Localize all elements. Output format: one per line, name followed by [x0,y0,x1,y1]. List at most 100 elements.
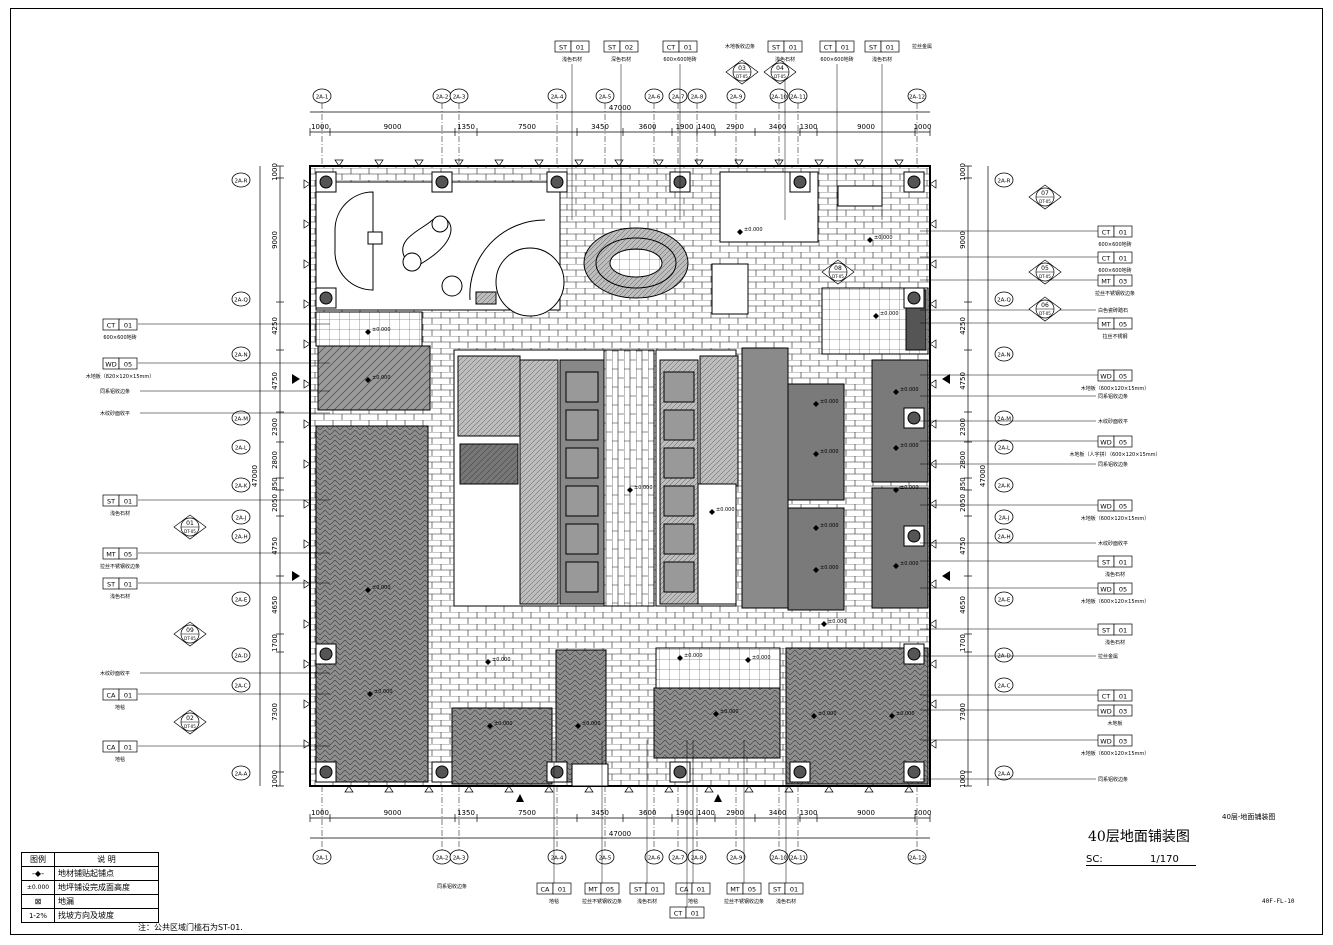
tag-code: ST [773,886,781,894]
office-room [871,487,929,609]
grid-label: 2A-2 [436,95,449,101]
tag-num: 01 [124,581,132,589]
glazing-marker [784,785,794,793]
tag-num: 05 [1119,439,1127,447]
grid-label: 2A-D [234,654,247,660]
glazing-marker [929,419,937,429]
grid-label: 2A-9 [730,95,743,101]
legend-row: -◆- 地材铺贴起铺点 [21,866,159,881]
grid-label: 2A-C [235,684,248,690]
column-core [907,291,921,305]
tag-code: MT [1101,321,1111,329]
dim-value: 4250 [271,317,279,335]
round-meeting [495,247,565,317]
glazing-marker [929,259,937,269]
dim-value: 1000 [311,809,329,817]
tag-code: CT [1102,255,1111,263]
counter [837,185,883,207]
dim-overall: 47000 [979,465,987,487]
dim-value: 1300 [800,809,818,817]
column-core [793,175,807,189]
grid-bubble [994,346,1014,362]
tag-num: 01 [1119,229,1127,237]
glazing-marker [494,159,504,167]
tag-code: ST [107,581,115,589]
section-arrow [516,794,524,802]
level-label: ±0.000 [820,449,839,455]
dim-value: 9000 [384,123,402,131]
column-core [907,411,921,425]
elevator-lobby [519,359,559,605]
right-note: 白色瓷砖踏石 [1098,307,1128,314]
office-room [785,647,929,785]
dim-value: 3450 [591,123,609,131]
grid-label: 2A-M [234,417,248,423]
glazing-marker [303,419,311,429]
glazing-marker [303,179,311,189]
level-marker [677,655,683,661]
elevator-car [663,485,695,517]
tag-num-box [118,318,138,331]
grid-label: 2A-2 [436,856,449,862]
reception-curve [334,191,374,291]
glazing-marker [929,539,937,549]
level-label: ±0.000 [752,655,771,661]
column-core [907,529,921,543]
tag-num-box [678,40,698,53]
dim-value: 2800 [959,451,967,469]
elevator-car [565,371,599,403]
legend-desc: 地漏 [54,894,159,909]
tag-num-box [118,577,138,590]
level-marker [709,509,715,515]
level-label: ±0.000 [820,523,839,529]
column-core [673,765,687,779]
tag-desc: 浅色石材 [872,56,892,63]
tag-num: 03 [1119,278,1127,286]
pantry [655,647,781,689]
tag-num: 05 [1119,321,1127,329]
tag-num: 05 [124,361,132,369]
tag-code: CA [680,886,690,894]
tag-code: CA [107,692,117,700]
grid-label: 2A-D [997,654,1010,660]
grid-label: 2A-12 [909,856,925,862]
grid-bubble [994,439,1014,455]
level-label: ±0.000 [828,619,847,625]
grid-bubble [769,88,789,104]
column-core [319,647,333,661]
column-core [319,765,333,779]
tag-num-box [1113,689,1133,702]
glazing-marker [929,179,937,189]
restroom [697,483,737,605]
grid-bubble [668,88,688,104]
tag-num: 05 [606,886,614,894]
elevator-car [663,523,695,555]
tag-code: CT [674,910,683,918]
detail-id: 04 [776,65,784,72]
dim-value: 850 [271,477,279,490]
tag-num: 01 [558,886,566,894]
glazing-marker [929,659,937,669]
level-marker [813,401,819,407]
dim-value: 3400 [769,123,787,131]
tag-code: WD [1100,708,1111,716]
grid-bubble [687,88,707,104]
column-core [550,175,564,189]
section-arrow [942,571,950,581]
legend-row: ±0.000 地坪铺设完成面高度 [21,880,159,895]
grid-label: 2A-4 [551,856,564,862]
tag-num-box [1113,704,1133,717]
grid-bubble [449,88,469,104]
grid-bubble [595,88,615,104]
tag-num-box [1113,225,1133,238]
tag-num-box [742,882,762,895]
dim-value: 2300 [271,418,279,436]
glazing-marker [303,459,311,469]
right-note: 同系铝收边条 [1098,461,1128,468]
dim-value: 4250 [959,317,967,335]
tag-num-box [552,882,572,895]
carpet-zone [315,425,429,783]
grid-label: 2A-R [998,179,1011,185]
level-label: ±0.000 [900,561,919,567]
tag-num: 01 [841,44,849,52]
